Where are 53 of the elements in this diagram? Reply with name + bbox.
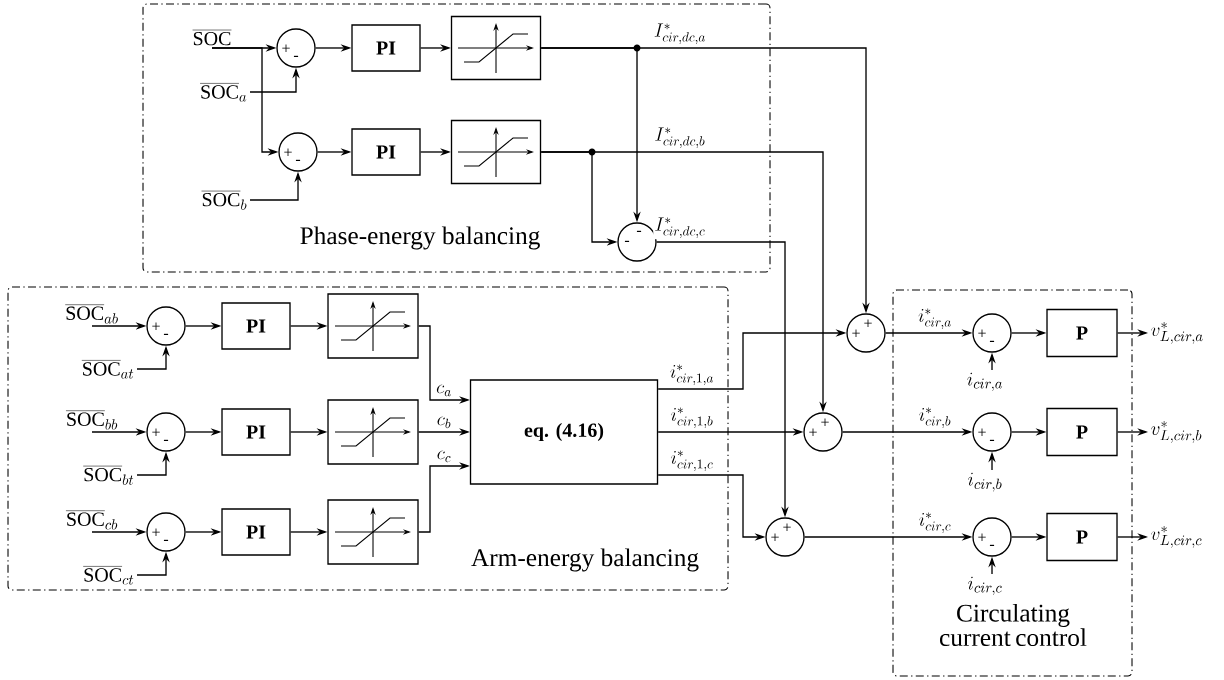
- edge-label: $i^{*}_{cir,1,a}$: [668, 363, 716, 387]
- summing-junction: + -: [972, 412, 1012, 452]
- edge-label: $c_{a}$: [434, 383, 454, 398]
- signal-label: $\overline{\mathrm{SOC}}_{a}$: [200, 83, 247, 102]
- signal-label: $\overline{\mathrm{SOC}}$: [192, 30, 232, 46]
- summing-junction: + -: [146, 412, 186, 452]
- signal-label: $i_{cir,a}$: [967, 372, 1003, 392]
- saturation-block: [327, 399, 419, 465]
- gain-block: PI: [221, 408, 291, 456]
- summing-junction: + +: [765, 517, 805, 557]
- signal-label: $v^{*}_{L,cir,b}$: [1151, 421, 1202, 443]
- edge-label: $I^{*}_{cir,dc,b}$: [653, 126, 707, 150]
- gain-block: PI: [351, 128, 421, 176]
- edge-label: $I^{*}_{cir,dc,a}$: [652, 22, 708, 46]
- signal-label: $\overline{\mathrm{SOC}}_{b}$: [201, 191, 247, 210]
- summing-junction: + -: [972, 313, 1012, 353]
- gain-block: PI: [221, 508, 291, 556]
- gain-block: P: [1046, 308, 1118, 358]
- signal-label: $\overline{\mathrm{SOC}}_{bb}$: [65, 410, 118, 430]
- signal-label: $v^{*}_{L,cir,c}$: [1151, 526, 1202, 548]
- saturation-block: [327, 499, 419, 565]
- edge-label: $I^{*}_{cir,dc,c}$: [653, 216, 707, 240]
- saturation-block: [450, 15, 542, 81]
- summing-junction: + -: [146, 512, 186, 552]
- edge-label: $i^{*}_{cir,a}$: [916, 307, 954, 331]
- edge-label: $i^{*}_{cir,1,c}$: [669, 449, 715, 473]
- edge-label: $c_{b}$: [435, 415, 453, 430]
- summing-junction: + -: [972, 517, 1012, 557]
- gain-block: P: [1046, 512, 1118, 562]
- saturation-block: [327, 293, 419, 359]
- saturation-block: [450, 119, 542, 185]
- equation-block: eq. (4.16): [469, 379, 659, 485]
- signal-label: $\overline{\mathrm{SOC}}_{bt}$: [83, 466, 134, 485]
- edge-label: $i^{*}_{cir,c}$: [917, 511, 953, 535]
- signal-label: $i_{cir,c}$: [968, 576, 1002, 596]
- summing-junction: + -: [276, 28, 316, 68]
- summing-junction: + +: [803, 412, 843, 452]
- summing-junction: + -: [278, 132, 318, 172]
- gain-block: PI: [221, 302, 291, 350]
- gain-block: PI: [351, 24, 421, 72]
- signal-label: $\overline{\mathrm{SOC}}_{at}$: [81, 360, 134, 379]
- gain-block: P: [1046, 407, 1118, 457]
- signal-label: $\overline{\mathrm{SOC}}_{ab}$: [65, 304, 118, 324]
- edge-label: $i^{*}_{cir,1,b}$: [669, 406, 715, 430]
- edge-label: $c_{c}$: [435, 449, 453, 464]
- signal-label: $i_{cir,b}$: [968, 472, 1002, 492]
- signal-label: $v^{*}_{L,cir,a}$: [1151, 322, 1203, 344]
- signal-label: $\overline{\mathrm{SOC}}_{cb}$: [65, 510, 118, 530]
- signal-label: $\overline{\mathrm{SOC}}_{ct}$: [83, 566, 134, 585]
- summing-junction: + +: [846, 313, 886, 353]
- summing-junction: - -: [617, 222, 657, 262]
- edge-label: $i^{*}_{cir,b}$: [917, 406, 953, 430]
- summing-junction: + -: [146, 306, 186, 346]
